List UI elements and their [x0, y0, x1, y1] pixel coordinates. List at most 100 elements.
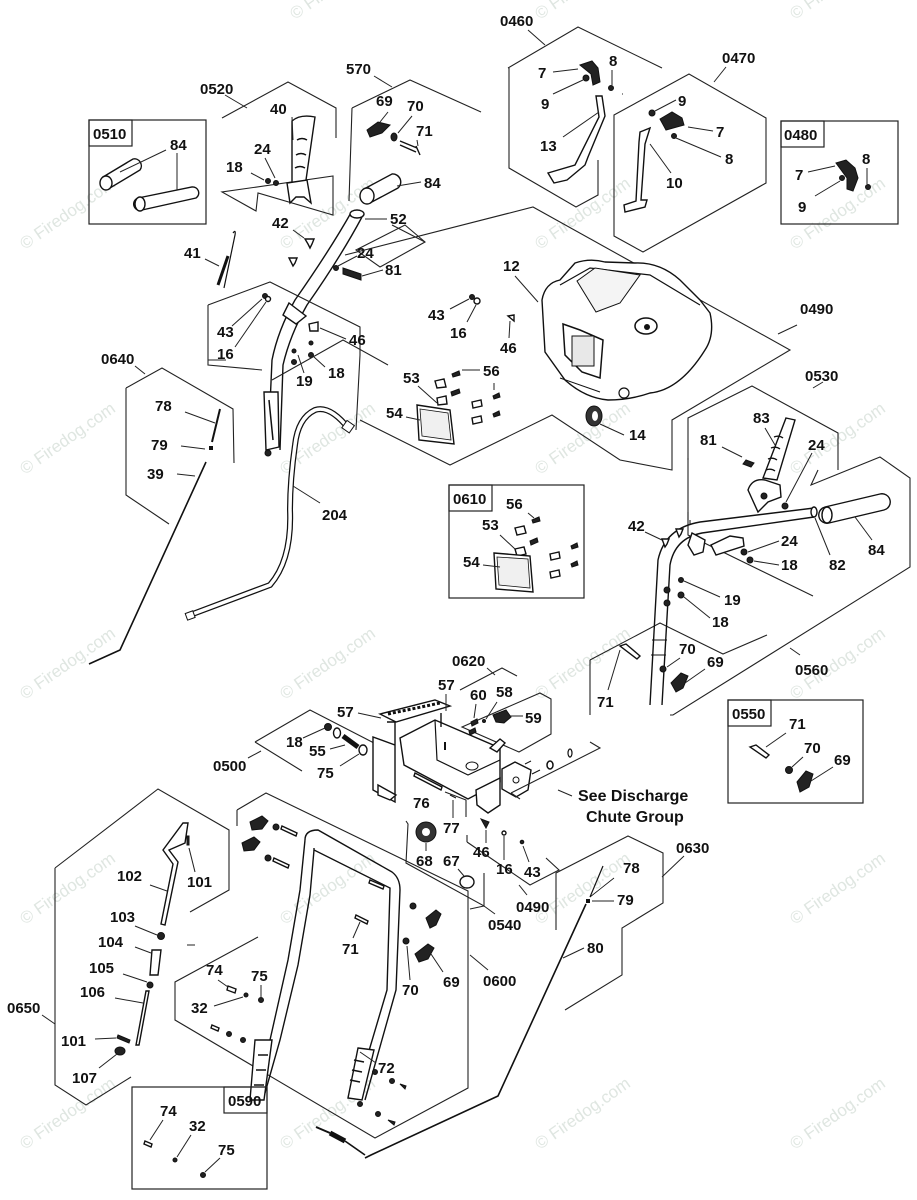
bolt-part[interactable] — [226, 985, 237, 994]
callout-78[interactable]: 78 — [623, 860, 640, 877]
callout-68[interactable]: 68 — [416, 853, 433, 870]
plate-part[interactable] — [710, 535, 745, 556]
callout-80[interactable]: 80 — [587, 940, 604, 957]
group-0470[interactable]: 0470 9 7 8 10 — [613, 50, 767, 253]
cable-end-part[interactable] — [589, 865, 604, 898]
callout-13[interactable]: 13 — [540, 138, 557, 155]
ferrule-part[interactable] — [586, 899, 590, 903]
group-0490[interactable]: 0490 — [271, 206, 833, 471]
nut-part[interactable] — [324, 723, 332, 731]
gear-part[interactable] — [415, 821, 437, 843]
callout-19[interactable]: 19 — [724, 592, 741, 609]
bushing-part[interactable] — [157, 932, 165, 940]
group-0620[interactable]: 0620 60 58 59 — [452, 653, 552, 753]
callout-41[interactable]: 41 — [184, 245, 201, 262]
callout-107[interactable]: 107 — [72, 1070, 97, 1087]
callout-75[interactable]: 75 — [317, 765, 334, 782]
nut-part[interactable] — [519, 839, 525, 845]
callout-40[interactable]: 40 — [270, 101, 287, 118]
wing-knob-part[interactable] — [414, 943, 435, 963]
sleeve-part[interactable] — [149, 949, 162, 976]
callout-79[interactable]: 79 — [617, 892, 634, 909]
callout-24[interactable]: 24 — [254, 141, 271, 158]
nut-part[interactable] — [357, 1101, 363, 1107]
pin-part[interactable] — [468, 727, 477, 736]
callout-16[interactable]: 16 — [450, 325, 467, 342]
callout-19[interactable]: 19 — [296, 373, 313, 390]
light-wire-harness-part[interactable] — [184, 406, 356, 621]
group-0500[interactable]: 0500 18 55 75 — [213, 709, 375, 782]
discharge-chute-note[interactable]: See Discharge — [578, 788, 688, 805]
callout-24[interactable]: 24 — [808, 437, 825, 454]
callout-106[interactable]: 106 — [80, 984, 105, 1001]
group-0510[interactable]: 0510 84 — [88, 119, 207, 225]
bolt-part[interactable] — [618, 643, 642, 660]
callout-7[interactable]: 7 — [716, 124, 724, 141]
lens-part[interactable] — [416, 404, 455, 445]
washer-part[interactable] — [482, 719, 486, 723]
washer-part[interactable] — [243, 992, 249, 998]
washer-part[interactable] — [839, 175, 845, 181]
group-0490-lower[interactable]: 0490 46 16 43 — [466, 818, 560, 916]
bolt-part[interactable] — [748, 744, 771, 759]
washer-part[interactable] — [333, 265, 339, 271]
callout-81[interactable]: 81 — [385, 262, 402, 279]
callout-24[interactable]: 24 — [357, 245, 374, 262]
callout-42[interactable]: 42 — [272, 215, 289, 232]
washer-part[interactable] — [308, 340, 314, 346]
spring-part[interactable] — [341, 733, 360, 750]
callout-46[interactable]: 46 — [500, 340, 517, 357]
washer-part[interactable] — [402, 937, 410, 945]
nut-part[interactable] — [291, 348, 297, 354]
callout-84[interactable]: 84 — [868, 542, 885, 559]
bolt-part[interactable] — [387, 1119, 396, 1126]
callout-8[interactable]: 8 — [862, 151, 870, 168]
control-cable-part[interactable] — [88, 461, 207, 665]
nut-part[interactable] — [240, 1037, 246, 1043]
callout-46[interactable]: 46 — [473, 844, 490, 861]
discharge-chute-note[interactable]: Chute Group — [586, 809, 684, 826]
nut-part[interactable] — [389, 1078, 395, 1084]
nut-part[interactable] — [865, 184, 871, 190]
callout-14[interactable]: 14 — [629, 427, 646, 444]
nut-part[interactable] — [746, 556, 754, 564]
group-570[interactable]: 570 69 70 71 84 — [346, 61, 482, 243]
washer-part[interactable] — [659, 665, 667, 673]
washer-part[interactable] — [785, 766, 793, 774]
shift-lever-part[interactable] — [835, 159, 859, 192]
grip-part[interactable] — [359, 173, 402, 205]
bolt-part[interactable] — [399, 140, 421, 156]
callout-67[interactable]: 67 — [443, 853, 460, 870]
bushing-part[interactable] — [459, 875, 475, 889]
callout-9[interactable]: 9 — [541, 96, 549, 113]
bolt-part[interactable] — [742, 459, 755, 468]
callout-12[interactable]: 12 — [503, 258, 520, 275]
callout-74[interactable]: 74 — [206, 962, 223, 979]
grip-part[interactable] — [99, 158, 200, 212]
callout-24[interactable]: 24 — [781, 533, 798, 550]
group-0640[interactable]: 0640 78 79 39 — [88, 351, 235, 665]
callout-54[interactable]: 54 — [463, 554, 480, 571]
right-handle-part[interactable] — [649, 506, 818, 706]
callout-52[interactable]: 52 — [390, 211, 407, 228]
callout-70[interactable]: 70 — [679, 641, 696, 658]
callout-101[interactable]: 101 — [187, 874, 212, 891]
group-0520[interactable]: 0520 40 24 18 — [200, 81, 337, 216]
bolt-part[interactable] — [399, 1083, 407, 1090]
lens-part[interactable] — [493, 552, 534, 593]
clip-part[interactable] — [114, 1046, 126, 1056]
cable-end-part[interactable] — [211, 408, 221, 443]
control-panel-bracket-part[interactable] — [372, 699, 507, 814]
callout-79[interactable]: 79 — [151, 437, 168, 454]
shift-rod-lower-part[interactable] — [135, 990, 150, 1046]
callout-70[interactable]: 70 — [402, 982, 419, 999]
nut-part[interactable] — [671, 133, 677, 139]
group-0540[interactable]: 0540 68 67 — [405, 820, 521, 934]
callout-74[interactable]: 74 — [160, 1103, 177, 1120]
callout-72[interactable]: 72 — [378, 1060, 395, 1077]
washer-part[interactable] — [648, 109, 656, 117]
group-0610[interactable]: 0610 56 53 54 — [448, 484, 585, 599]
control-cable-part[interactable] — [364, 903, 587, 1159]
nut-part[interactable] — [291, 359, 297, 365]
nut-part[interactable] — [469, 294, 475, 300]
